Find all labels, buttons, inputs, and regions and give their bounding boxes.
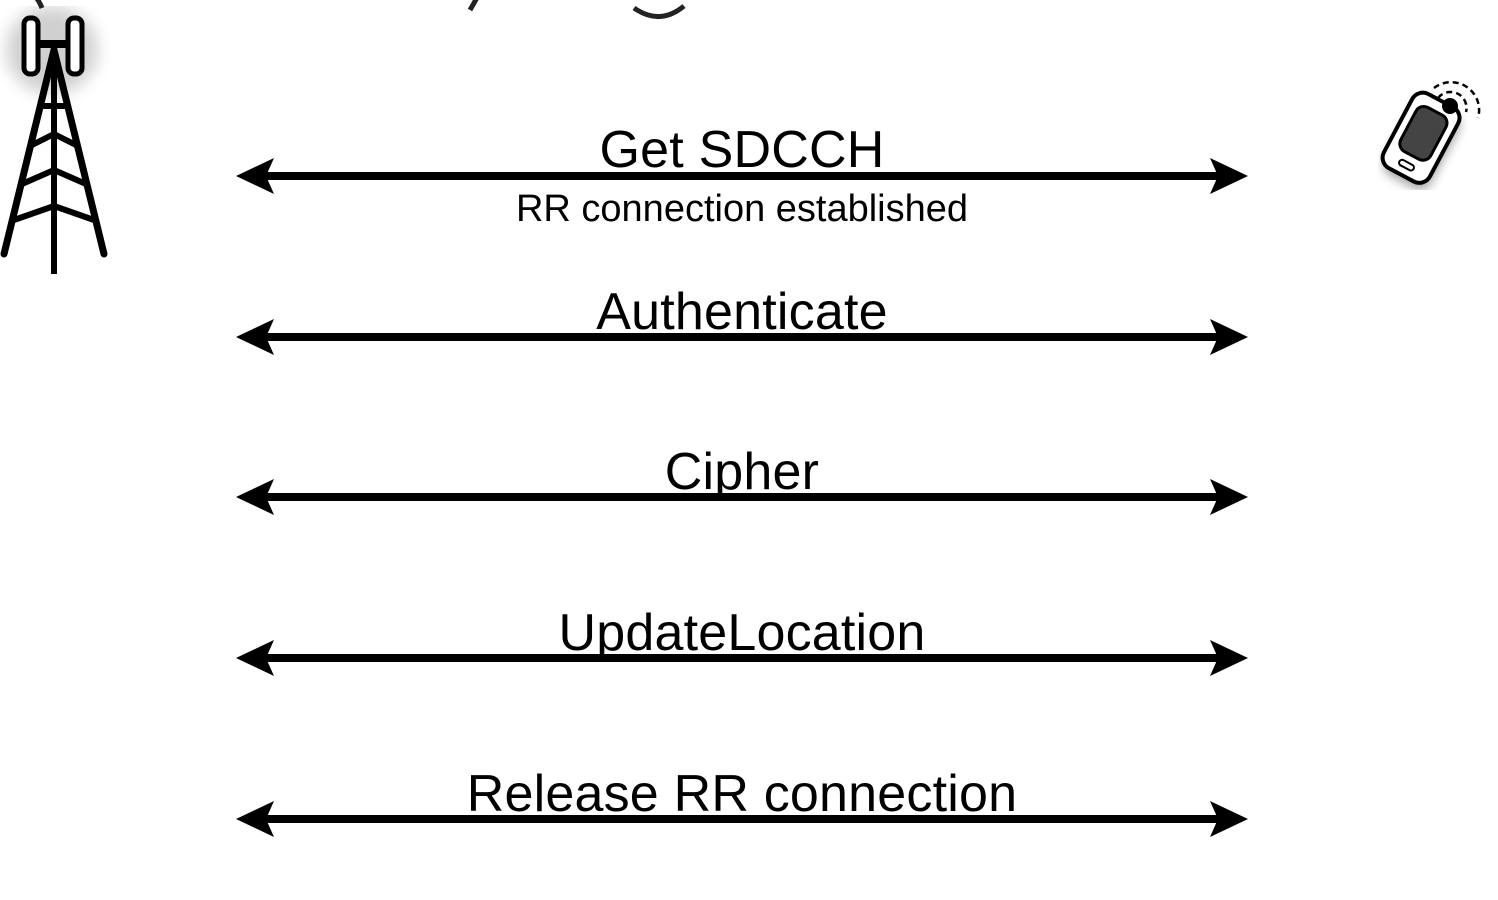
message-label: Cipher bbox=[664, 443, 820, 501]
message-sublabel: RR connection established bbox=[515, 188, 969, 230]
mobile-phone-icon bbox=[1378, 70, 1490, 191]
bidirectional-arrow bbox=[236, 319, 1248, 355]
message-label: UpdateLocation bbox=[558, 604, 926, 662]
message-label: Release RR connection bbox=[466, 765, 1018, 823]
bidirectional-arrow bbox=[236, 479, 1248, 515]
message-label: Get SDCCH bbox=[599, 121, 885, 179]
bidirectional-arrow bbox=[236, 801, 1248, 837]
bidirectional-arrow bbox=[236, 158, 1248, 194]
cropped-title-remnant bbox=[0, 0, 1498, 28]
bidirectional-arrow bbox=[236, 640, 1248, 676]
cell-tower-icon bbox=[0, 6, 112, 274]
message-label: Authenticate bbox=[596, 283, 888, 341]
